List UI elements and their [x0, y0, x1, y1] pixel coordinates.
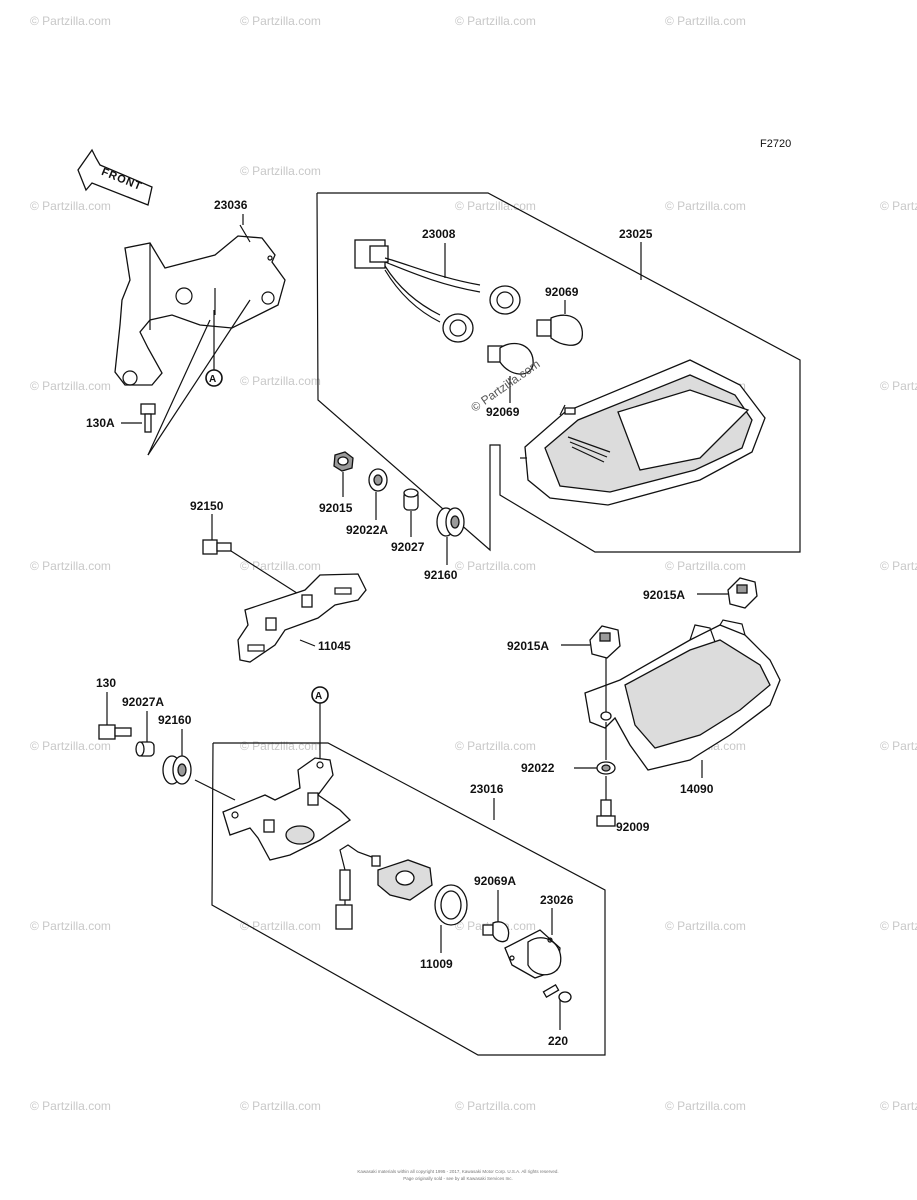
part-label-130: 130 — [96, 676, 116, 690]
part-label-92027: 92027 — [391, 540, 425, 554]
collar-92027A-drawing — [135, 741, 155, 757]
part-label-92069-upper: 92069 — [545, 285, 579, 299]
copyright-line: Kawasaki materials within all copyright … — [357, 1169, 558, 1174]
watermark: © Partzilla.com — [665, 919, 746, 933]
watermark: © Partzilla.com — [30, 379, 111, 393]
watermark: © Partzilla.com — [240, 919, 321, 933]
leader-line — [230, 550, 301, 596]
watermark: © Partzilla.com — [455, 14, 536, 28]
washer-92022-drawing — [596, 761, 616, 775]
washer-92022A-drawing — [368, 468, 388, 492]
bulb-92069A-drawing — [482, 921, 510, 943]
watermark: © Partzilla.com — [30, 919, 111, 933]
part-label-23016: 23016 — [470, 782, 504, 796]
copyright-line: Page originally sold - see by all Kawasa… — [403, 1176, 513, 1181]
nut-92015-drawing — [333, 451, 354, 472]
part-label-92027A: 92027A — [122, 695, 164, 709]
watermark: © Partzilla.com — [455, 1099, 536, 1113]
watermark: © Partzilla.com — [240, 374, 321, 388]
watermark: © Partzilla.com — [30, 1099, 111, 1113]
watermark: © Partzilla.com — [240, 559, 321, 573]
leader-line — [194, 779, 236, 801]
watermark: © Partzilla.com — [240, 14, 321, 28]
watermark: © Partzilla.com — [880, 1099, 917, 1113]
callout-letter: A — [315, 691, 322, 702]
part-label-23008: 23008 — [422, 227, 456, 241]
collar-92027-drawing — [403, 488, 419, 511]
watermark: © Partzilla.com — [30, 199, 111, 213]
bulb-92069-drawing — [487, 342, 534, 375]
watermark: © Partzilla.com — [880, 919, 917, 933]
bulb-92069-drawing — [536, 314, 583, 346]
bracket-23036-drawing — [114, 235, 286, 386]
watermark: © Partzilla.com — [665, 199, 746, 213]
watermark: © Partzilla.com — [240, 739, 321, 753]
leader-line — [299, 639, 316, 647]
part-label-92069-lower: 92069 — [486, 405, 520, 419]
part-label-220: 220 — [548, 1034, 568, 1048]
grommet-92160-drawing — [162, 755, 192, 785]
screw-92009-drawing — [596, 799, 616, 827]
clip-92015A-drawing — [727, 577, 758, 609]
tail-light-housing-drawing — [520, 359, 766, 506]
part-label-92022: 92022 — [521, 761, 555, 775]
part-label-92015: 92015 — [319, 501, 353, 515]
gasket-11009-drawing — [434, 884, 468, 926]
watermark: © Partzilla.com — [880, 559, 917, 573]
cover-14090-drawing — [584, 619, 781, 771]
callout-letter: A — [209, 374, 216, 385]
screw-220-drawing — [542, 984, 572, 1003]
part-label-92160-upper: 92160 — [424, 568, 458, 582]
clip-92015A-drawing — [589, 625, 621, 659]
figure-code: F2720 — [760, 138, 791, 150]
watermark: © Partzilla.com — [240, 1099, 321, 1113]
part-label-11045: 11045 — [318, 639, 351, 653]
part-label-92015A-right: 92015A — [643, 588, 685, 602]
bolt-92150-drawing — [202, 539, 232, 555]
assembly-frame-23016 — [211, 742, 606, 1056]
part-label-92150: 92150 — [190, 499, 224, 513]
watermark: © Partzilla.com — [880, 199, 917, 213]
grommet-92160-drawing — [436, 507, 465, 537]
part-label-23026: 23026 — [540, 893, 574, 907]
watermark: © Partzilla.com — [30, 14, 111, 28]
watermark: © Partzilla.com — [880, 739, 917, 753]
license-light-socket-drawing — [335, 844, 433, 930]
watermark: © Partzilla.com — [880, 379, 917, 393]
watermark: © Partzilla.com — [30, 739, 111, 753]
watermark: © Partzilla.com — [455, 199, 536, 213]
watermark-layer: © Partzilla.com © Partzilla.com © Partzi… — [30, 14, 917, 1113]
socket-harness-23008-drawing — [354, 239, 521, 343]
part-label-23025: 23025 — [619, 227, 653, 241]
callout-circle — [205, 369, 223, 387]
part-label-92022A: 92022A — [346, 523, 388, 537]
front-arrow-icon: FRONT — [77, 148, 153, 206]
part-label-130A: 130A — [86, 416, 115, 430]
leader-line — [239, 224, 251, 243]
assembly-frame-23025 — [316, 192, 801, 553]
watermark: © Partzilla.com — [240, 164, 321, 178]
lens-23026-drawing — [504, 929, 562, 979]
watermark: © Partzilla.com — [665, 559, 746, 573]
watermark: © Partzilla.com — [665, 1099, 746, 1113]
bolt-130A-drawing — [140, 403, 156, 433]
part-label-92015A-left: 92015A — [507, 639, 549, 653]
part-label-92009: 92009 — [616, 820, 650, 834]
part-label-92160-lower: 92160 — [158, 713, 192, 727]
watermark: © Partzilla.com — [665, 14, 746, 28]
leader-line — [147, 299, 251, 456]
part-label-23036: 23036 — [214, 198, 248, 212]
license-bracket-drawing — [222, 757, 352, 861]
watermark: © Partzilla.com — [30, 559, 111, 573]
bracket-11045-drawing — [237, 573, 367, 663]
bolt-130-drawing — [98, 724, 132, 740]
part-label-11009: 11009 — [420, 957, 453, 971]
part-label-14090: 14090 — [680, 782, 714, 796]
leader-line — [147, 319, 211, 456]
watermark: © Partzilla.com — [455, 559, 536, 573]
part-label-92069A: 92069A — [474, 874, 516, 888]
watermark: © Partzilla.com — [455, 739, 536, 753]
